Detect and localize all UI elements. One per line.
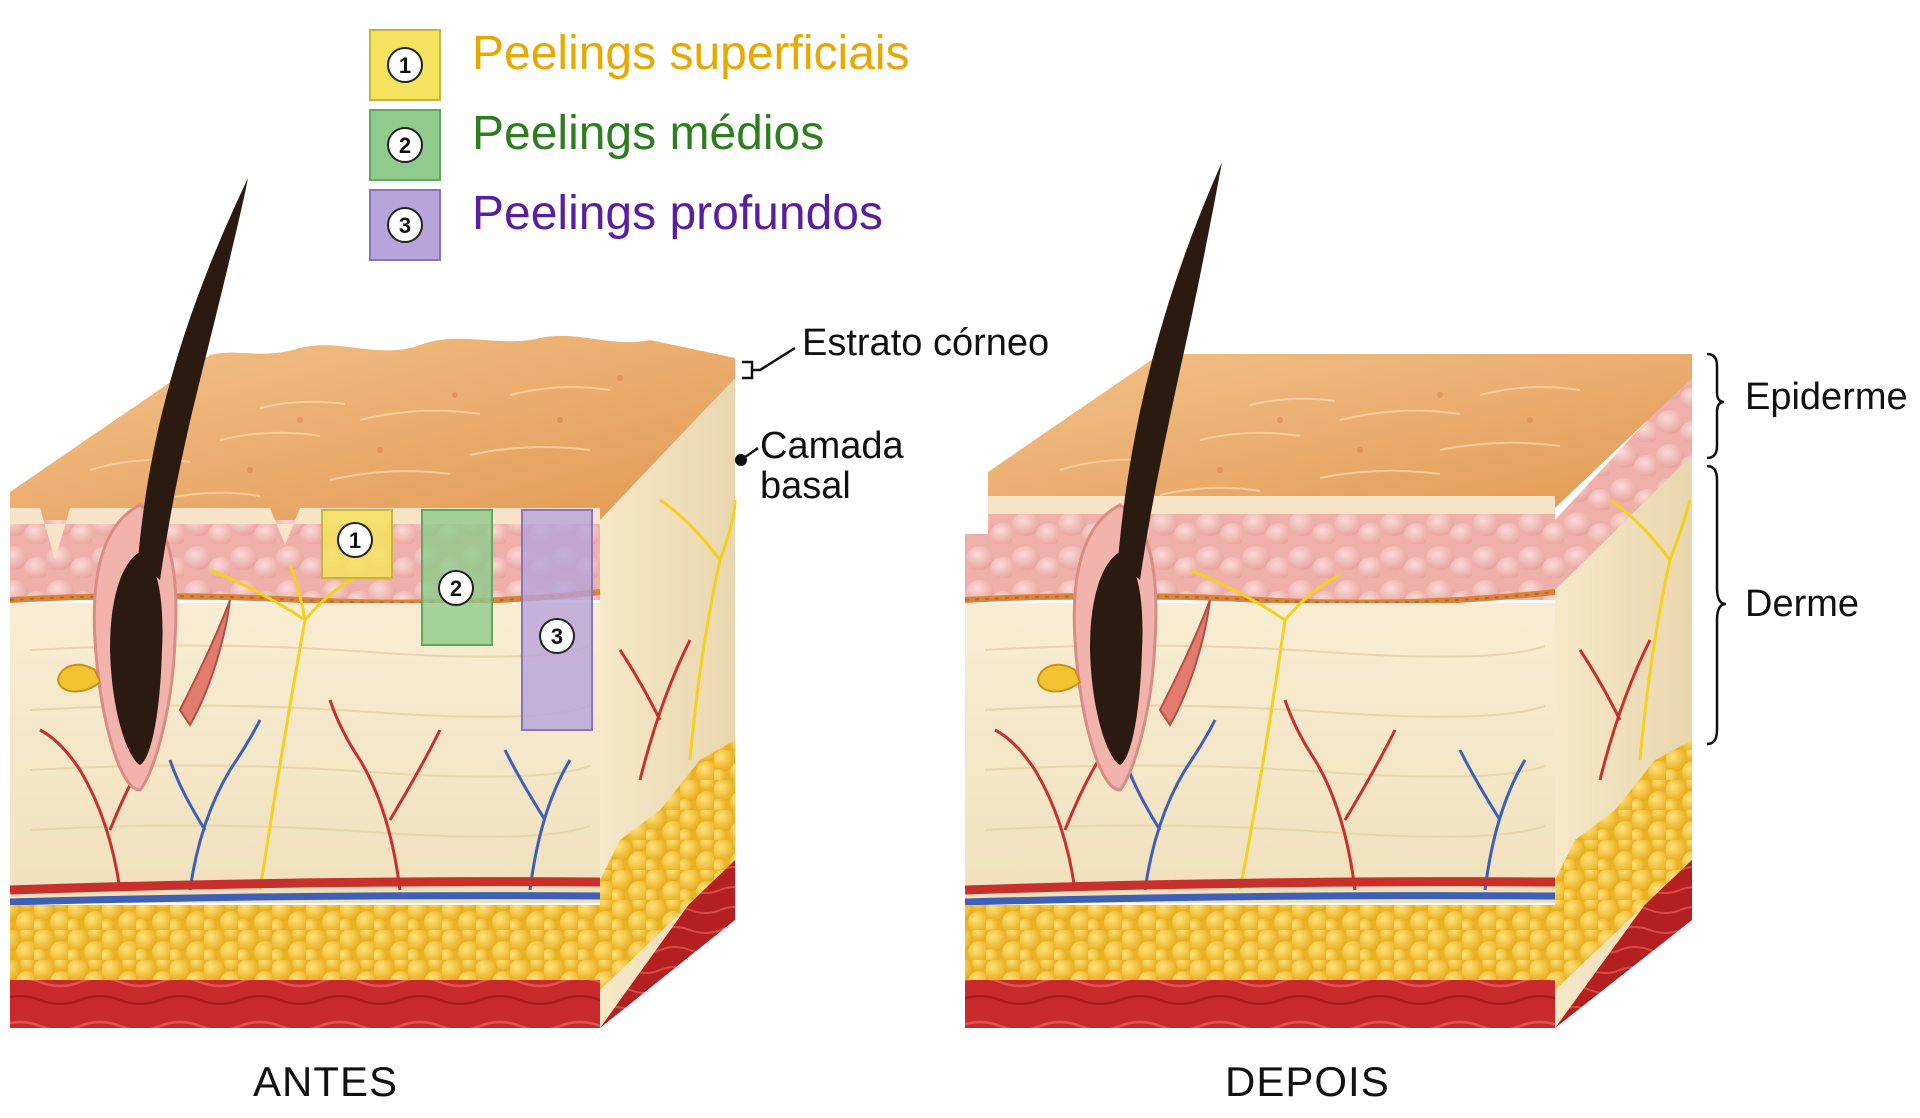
label-basal-layer-line2: basal [760,465,851,507]
label-dermis: Derme [1745,583,1860,625]
stratum-corneum-bracket [742,346,796,380]
legend-1-number: 1 [399,53,411,78]
skin-block-before [9,178,737,1028]
peeling-depth-markers: 1 2 3 [321,509,593,731]
skin-block-after [964,162,1692,1028]
legend-item-deep: 3 [369,189,441,261]
legend-3-number: 3 [399,213,411,238]
legend-label-superficial: Peelings superficiais [472,27,910,80]
label-stratum-corneum: Estrato córneo [802,322,1050,364]
legend-2-number: 2 [399,133,411,158]
legend-label-medium: Peelings médios [472,107,825,160]
depth-marker-3-number: 3 [551,624,563,649]
legend-item-medium: 2 [369,109,441,181]
legend-item-superficial: 1 [369,29,441,101]
dermis-brace [1706,464,1727,746]
legend: 1 2 3 [369,29,441,261]
annotation-lines [735,346,1727,746]
caption-before: ANTES [253,1058,399,1105]
caption-after: DEPOIS [1225,1058,1390,1105]
depth-marker-1-number: 1 [349,528,361,553]
label-basal-layer-line1: Camada [760,425,904,467]
epidermis-brace [1706,352,1725,460]
legend-label-deep: Peelings profundos [472,187,883,240]
depth-marker-2-number: 2 [450,576,462,601]
basal-layer-line [740,446,759,462]
label-epidermis: Epiderme [1745,376,1908,418]
